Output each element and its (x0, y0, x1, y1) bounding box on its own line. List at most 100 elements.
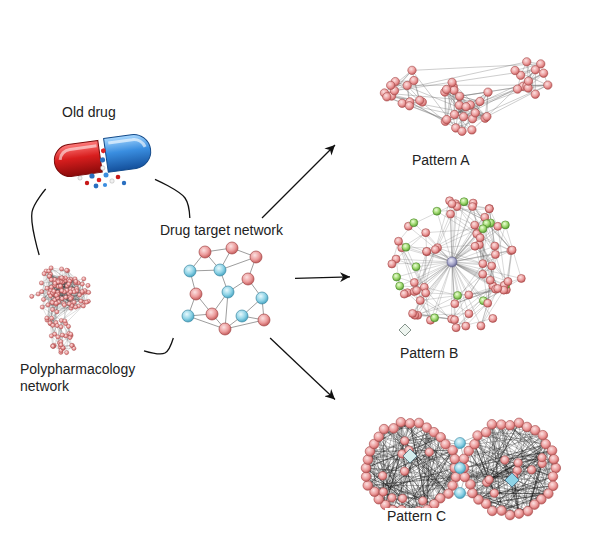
network-link (72, 279, 84, 306)
network-node (410, 279, 418, 287)
network-node (68, 290, 72, 294)
network-link (452, 262, 504, 285)
pattern-a-network-illustration (380, 58, 552, 136)
network-node (65, 268, 69, 272)
network-node (497, 506, 507, 516)
network-node (447, 257, 457, 267)
network-node (52, 289, 56, 293)
network-node (484, 88, 492, 96)
figure-node: Pattern A (335, 36, 565, 176)
network-node (450, 110, 458, 118)
network-node (450, 454, 460, 464)
network-diamond (505, 473, 519, 487)
network-link (399, 241, 452, 262)
network-node (400, 290, 408, 298)
network-node (465, 310, 473, 318)
network-node (79, 299, 83, 303)
network-node (60, 296, 64, 300)
capsule-half (52, 140, 102, 178)
network-link (384, 429, 455, 459)
network-node (405, 419, 415, 429)
network-node (497, 420, 507, 430)
network-node (70, 343, 74, 347)
network-node (423, 248, 431, 256)
network-node (531, 66, 539, 74)
network-node (491, 250, 499, 258)
network-node (184, 265, 196, 277)
network-link (413, 262, 452, 313)
network-node (425, 448, 433, 456)
network-link (426, 293, 469, 295)
network-node (422, 289, 430, 297)
network-link (396, 233, 426, 259)
network-node (51, 344, 55, 348)
network-link (486, 477, 553, 504)
network-link (383, 432, 434, 492)
node-label: Pattern A (410, 152, 472, 169)
granule (78, 176, 82, 180)
network-node (54, 301, 58, 305)
network-link (472, 493, 548, 494)
network-node (86, 283, 90, 287)
network-node (40, 305, 44, 309)
network-node (468, 488, 478, 498)
network-diamond (403, 449, 417, 463)
network-link (366, 477, 434, 505)
network-node (206, 308, 218, 320)
capsule-shine (59, 146, 98, 160)
network-node (501, 456, 509, 464)
network-node (80, 289, 84, 293)
network-link (53, 279, 71, 293)
network-node (401, 437, 409, 445)
node-label: Drug target network (158, 222, 285, 239)
connector (295, 277, 350, 278)
network-node (39, 281, 43, 285)
network-link (410, 423, 440, 498)
network-link (452, 262, 455, 320)
network-node (84, 300, 88, 304)
network-node (219, 323, 231, 335)
network-node (451, 316, 459, 324)
network-node (548, 472, 558, 482)
network-link (494, 430, 535, 493)
figure-node: Drug target network (155, 218, 295, 338)
network-node (67, 282, 71, 286)
network-node (59, 267, 63, 271)
network-link (408, 204, 455, 227)
network-link (452, 209, 489, 262)
network-node (81, 304, 85, 308)
network-node (87, 290, 91, 294)
capsule-illustration (52, 132, 153, 179)
network-node (455, 92, 463, 100)
network-node (226, 242, 238, 254)
network-link (379, 437, 403, 499)
network-link (395, 82, 445, 122)
network-node (465, 291, 473, 299)
network-node (40, 289, 44, 293)
network-link (478, 436, 505, 460)
network-link (55, 280, 73, 304)
network-link (472, 207, 512, 250)
network-link (505, 225, 521, 279)
network-link (412, 64, 541, 70)
network-node (80, 282, 84, 286)
network-link (528, 486, 553, 511)
network-node (415, 96, 423, 104)
network-link (464, 451, 552, 468)
network-node (361, 463, 371, 473)
network-node (511, 66, 519, 74)
network-link (418, 314, 469, 316)
network-node (77, 293, 81, 297)
network-node (462, 103, 470, 111)
network-node (409, 309, 417, 317)
network-link (368, 485, 453, 486)
network-node (74, 305, 78, 309)
network-node (242, 273, 254, 285)
network-node (410, 219, 418, 227)
network-node (199, 246, 211, 258)
network-node (448, 78, 456, 86)
network-link (405, 471, 456, 477)
network-node (396, 417, 406, 427)
network-node (477, 322, 485, 330)
network-node (431, 314, 439, 322)
